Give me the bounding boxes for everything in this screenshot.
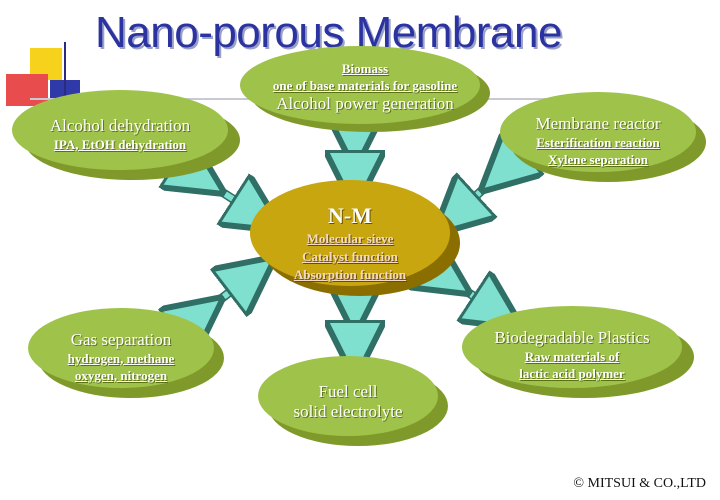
- center-title: N-M: [328, 203, 372, 228]
- fuel-line-1: Fuel cell: [318, 382, 378, 401]
- arrow-gas: [200, 275, 252, 315]
- biomass-line-2: one of base materials for gasoline: [272, 78, 458, 93]
- membrane-line-2: Xylene separation: [547, 152, 649, 167]
- decor-vertical-line: [64, 42, 66, 112]
- node-membrane: Membrane reactor Esterification reaction…: [500, 92, 710, 184]
- gas-title: Gas separation: [70, 330, 172, 349]
- alcohol-title: Alcohol dehydration: [49, 116, 191, 135]
- gas-line-2: oxygen, nitrogen: [74, 368, 168, 383]
- membrane-line-1: Esterification reaction: [536, 135, 660, 150]
- node-biomass: Biomass one of base materials for gasoli…: [240, 46, 490, 132]
- node-alcohol: Alcohol dehydration IPA, EtOH dehydratio…: [12, 90, 242, 180]
- node-face: [500, 92, 696, 172]
- arrow-bioplastics: [446, 278, 498, 312]
- node-fuel: Fuel cell solid electrolyte: [258, 356, 458, 448]
- arrow-alcohol: [200, 178, 258, 215]
- fuel-line-2: solid electrolyte: [293, 402, 403, 421]
- arrow-membrane: [455, 172, 502, 215]
- biomass-plain: Alcohol power generation: [276, 94, 454, 113]
- bio-line-2: lactic acid polymer: [519, 366, 625, 381]
- node-center: N-M Molecular sieve Catalyst function Ab…: [250, 180, 470, 298]
- decor-red-square: [6, 74, 48, 106]
- gas-line-1: hydrogen, methane: [67, 351, 175, 366]
- node-face: [12, 90, 228, 170]
- node-face: [28, 308, 214, 388]
- center-line-3: Absorption function: [293, 267, 407, 282]
- node-bioplastics: Biodegradable Plastics Raw materials of …: [462, 306, 698, 400]
- node-face: [462, 306, 682, 388]
- membrane-title: Membrane reactor: [535, 114, 661, 133]
- node-face: [258, 356, 438, 436]
- copyright-text: © MITSUI & CO.,LTD: [573, 476, 706, 491]
- center-line-1: Molecular sieve: [306, 231, 394, 246]
- center-face: [250, 180, 450, 286]
- bio-title: Biodegradable Plastics: [494, 328, 650, 347]
- bio-line-1: Raw materials of: [524, 349, 620, 364]
- biomass-line-1: Biomass: [341, 61, 389, 76]
- node-gas: Gas separation hydrogen, methane oxygen,…: [28, 308, 228, 400]
- node-face: [240, 46, 480, 124]
- alcohol-sub: IPA, EtOH dehydration: [53, 137, 187, 152]
- center-line-2: Catalyst function: [302, 249, 398, 264]
